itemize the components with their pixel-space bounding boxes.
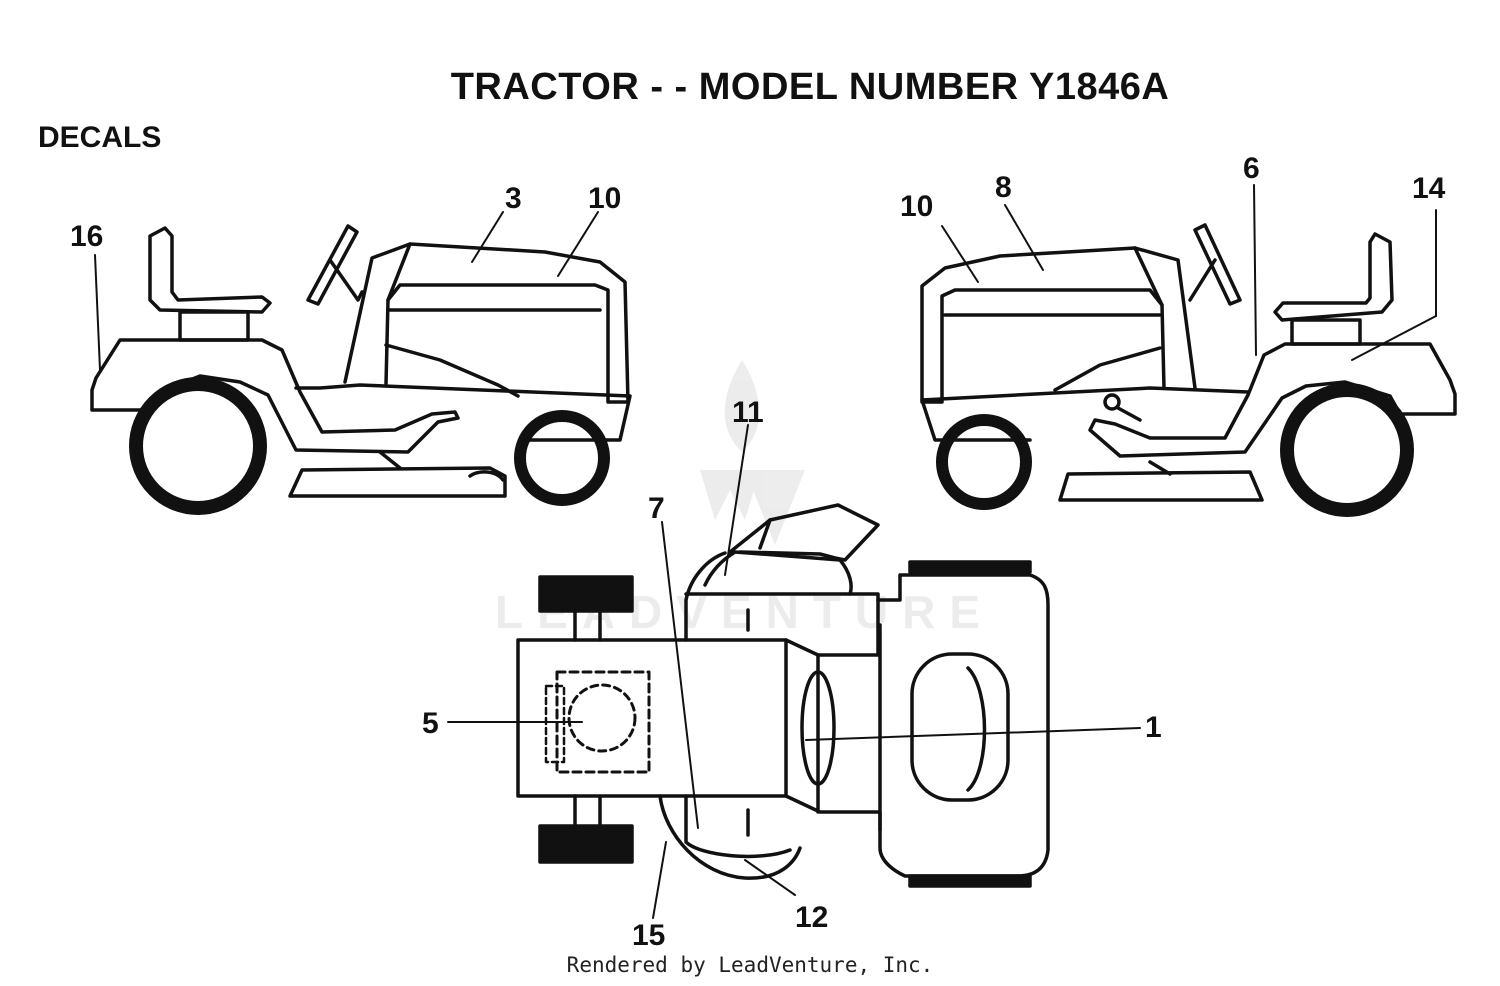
callout-15: 15 [632, 919, 665, 952]
diagram-title: TRACTOR - - MODEL NUMBER Y1846A [450, 66, 1170, 108]
tractor-top-view [516, 503, 1050, 888]
callout-10-right: 10 [900, 190, 933, 223]
section-label: DECALS [38, 121, 162, 154]
footer-credit: Rendered by LeadVenture, Inc. [566, 953, 934, 977]
callout-6: 6 [1243, 152, 1260, 185]
tractor-right-view [920, 223, 1457, 517]
callout-3: 3 [505, 182, 522, 215]
callout-5: 5 [422, 707, 439, 740]
callout-8: 8 [995, 171, 1012, 204]
callout-11: 11 [732, 396, 764, 429]
callout-12: 12 [795, 901, 828, 934]
callout-14: 14 [1412, 172, 1446, 205]
callout-16: 16 [70, 220, 103, 253]
callout-10-left: 10 [588, 182, 621, 215]
tractor-left-view [90, 224, 632, 515]
callout-7: 7 [648, 492, 665, 525]
callouts: 16 3 10 10 8 6 14 11 7 5 1 12 15 [70, 152, 1446, 952]
callout-1: 1 [1145, 711, 1162, 744]
leader-lines [94, 184, 1437, 919]
